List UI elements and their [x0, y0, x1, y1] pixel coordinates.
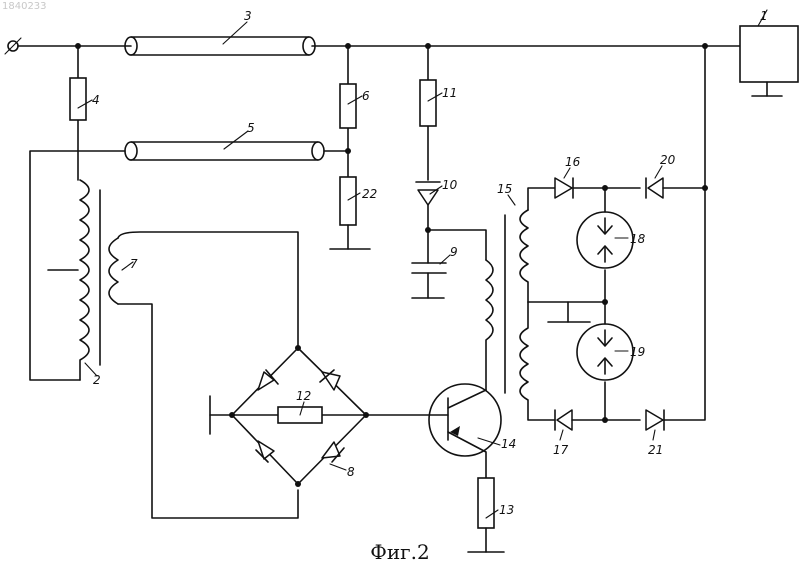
- callout-3: 3: [244, 9, 252, 23]
- bridge-ground: [210, 396, 232, 434]
- transformer-primary-2: [48, 180, 97, 380]
- callout-9: 9: [450, 245, 458, 259]
- callout-22: 22: [362, 187, 377, 201]
- callout-11: 11: [442, 86, 457, 100]
- resistor-11: [420, 46, 436, 180]
- callout-7: 7: [130, 257, 138, 271]
- callout-4: 4: [92, 93, 100, 107]
- callout-6: 6: [362, 89, 370, 103]
- transformer-15-secondary: [520, 188, 608, 420]
- load-block-1: [740, 10, 798, 96]
- callout-15: 15: [497, 182, 512, 196]
- callout-18: 18: [630, 232, 646, 246]
- transformer-15-primary: [428, 230, 493, 390]
- resistor-6: [340, 46, 356, 177]
- resistor-4: [70, 46, 86, 180]
- diode-16: [555, 178, 640, 198]
- callout-14: 14: [501, 437, 516, 451]
- callout-17: 17: [553, 443, 569, 457]
- callout-12: 12: [296, 389, 311, 403]
- callout-20: 20: [660, 153, 676, 167]
- callout-21: 21: [648, 443, 663, 457]
- callout-2: 2: [93, 373, 101, 387]
- callout-8: 8: [347, 465, 355, 479]
- discharge-lamp-18: [577, 188, 633, 302]
- diode-17: [555, 410, 640, 430]
- resistor-12: [232, 407, 366, 423]
- callout-1: 1: [760, 9, 768, 23]
- figure-caption: Фиг.2: [0, 540, 800, 564]
- callout-19: 19: [630, 345, 645, 359]
- leader-lines: [78, 22, 662, 518]
- transistor-14: [366, 384, 501, 478]
- discharge-lamp-19: [577, 302, 633, 420]
- top-wiring: [18, 43, 740, 49]
- capacitor-9: [412, 230, 446, 298]
- callout-13: 13: [499, 503, 514, 517]
- callout-10: 10: [442, 178, 458, 192]
- callout-16: 16: [565, 155, 581, 169]
- diode-20: [646, 178, 708, 198]
- callout-5: 5: [247, 121, 255, 135]
- diode-21: [646, 46, 705, 430]
- coaxial-cable-3: [125, 37, 315, 55]
